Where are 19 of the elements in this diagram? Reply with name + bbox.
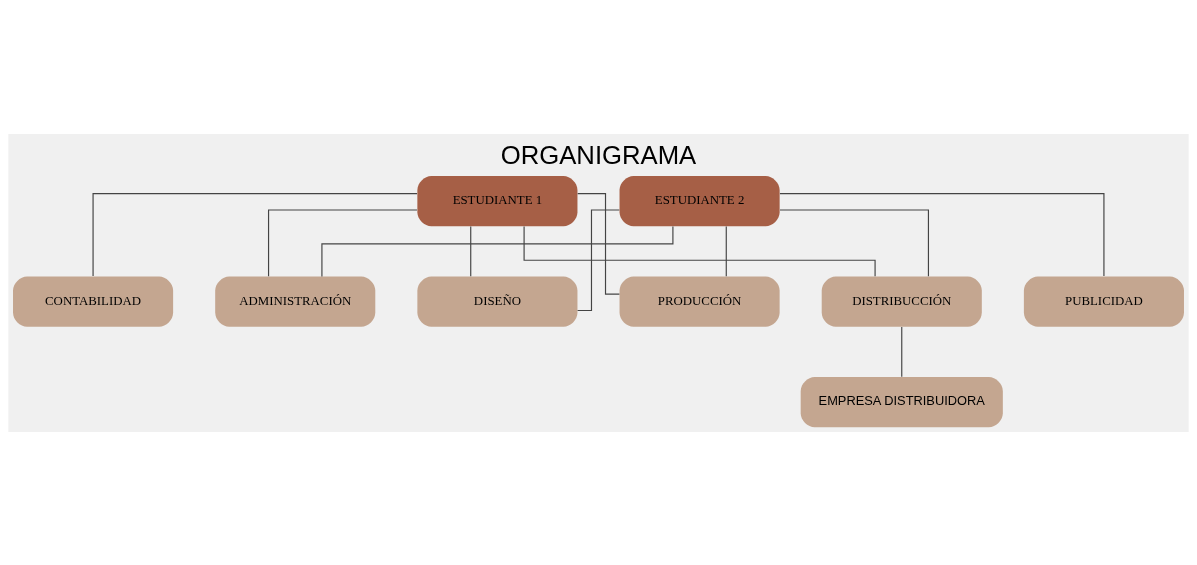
connector — [779, 208, 930, 277]
node-box: ADMINISTRACIÓN — [215, 276, 376, 327]
node-box: PUBLICIDAD — [1023, 276, 1184, 327]
connector — [779, 192, 1105, 277]
node-box: PRODUCCIÓN — [619, 276, 780, 327]
node-box: ESTUDIANTE 2 — [619, 175, 780, 226]
connector — [725, 225, 727, 277]
diagram-title: ORGANIGRAMA — [500, 140, 697, 169]
node-box: CONTABILIDAD — [13, 276, 174, 327]
node-box: EMPRESA DISTRIBUIDORA — [800, 376, 1003, 427]
connector — [267, 208, 418, 277]
node-box: DISEÑO — [417, 276, 578, 327]
connector — [470, 225, 472, 277]
node-box: DISTRIBUCCIÓN — [821, 276, 982, 327]
connector — [523, 225, 876, 277]
node-box: ESTUDIANTE 1 — [417, 175, 578, 226]
connector — [321, 225, 674, 277]
connector — [92, 192, 418, 277]
connector — [901, 325, 903, 377]
